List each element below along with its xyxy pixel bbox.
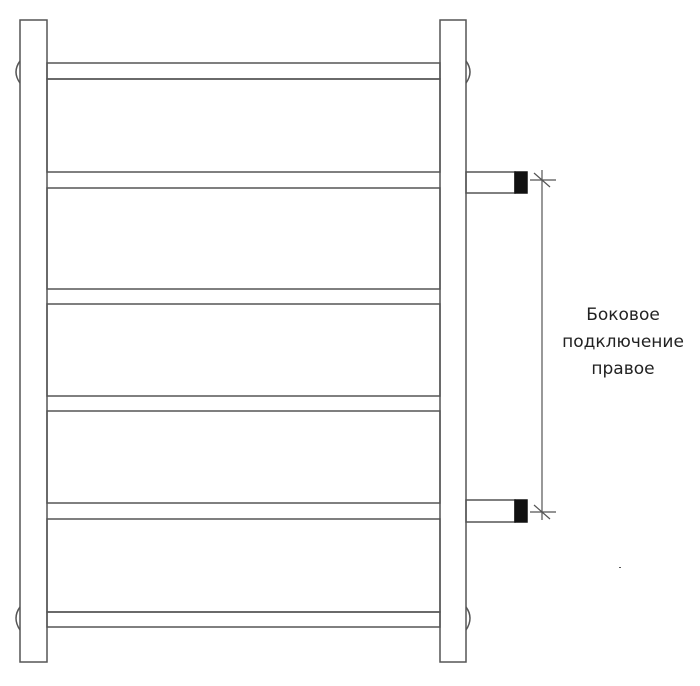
lower-fitting xyxy=(514,499,528,523)
bottom-bar xyxy=(46,611,441,628)
top-bar xyxy=(46,62,441,80)
label-line-1: Боковое xyxy=(586,305,660,325)
left-bottom-bracket xyxy=(15,606,21,631)
connection-label: Боковое подключение правое xyxy=(548,302,698,383)
dimension-line xyxy=(530,170,556,520)
rung-section xyxy=(46,518,441,613)
lower-connection-pipe xyxy=(465,499,528,523)
label-line-3: правое xyxy=(591,359,655,379)
right-post xyxy=(439,19,467,663)
right-bottom-bracket xyxy=(465,606,471,631)
rung-section xyxy=(46,303,441,397)
label-line-2: подключение xyxy=(562,332,684,352)
rung-section xyxy=(46,78,441,173)
left-post xyxy=(19,19,48,663)
rung-section xyxy=(46,410,441,504)
rungs xyxy=(46,62,441,628)
left-top-bracket xyxy=(15,60,21,84)
upper-connection-pipe xyxy=(465,171,528,194)
upper-fitting xyxy=(514,171,528,194)
stray-dot xyxy=(619,567,621,568)
right-top-bracket xyxy=(465,60,471,84)
rung-section xyxy=(46,187,441,290)
